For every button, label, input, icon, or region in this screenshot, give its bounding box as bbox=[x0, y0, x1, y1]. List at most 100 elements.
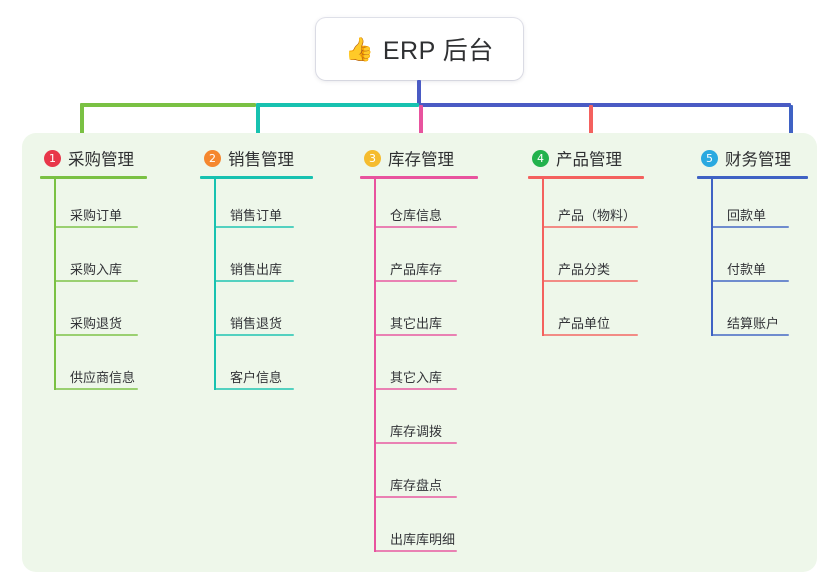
branch-child-rule bbox=[375, 226, 457, 228]
branch-child-item[interactable]: 付款单 bbox=[697, 233, 808, 287]
branch-child-item[interactable]: 产品库存 bbox=[360, 233, 478, 287]
branch-child-item[interactable]: 供应商信息 bbox=[40, 341, 147, 395]
branch-child-rule bbox=[375, 550, 457, 552]
branch-child-label: 产品单位 bbox=[558, 316, 611, 331]
branch-child-item[interactable]: 仓库信息 bbox=[360, 179, 478, 233]
branch-child-rule bbox=[375, 388, 457, 390]
branch-child-rule bbox=[215, 388, 294, 390]
branch-title-rule bbox=[40, 176, 147, 179]
branch-child-rule bbox=[55, 388, 138, 390]
branch-child-item[interactable]: 产品（物料） bbox=[528, 179, 644, 233]
branch-title-rule bbox=[697, 176, 808, 179]
branch-child-label: 供应商信息 bbox=[70, 370, 136, 385]
branch-child-rule bbox=[375, 442, 457, 444]
branch-child-item[interactable]: 采购入库 bbox=[40, 233, 147, 287]
branch-children: 仓库信息产品库存其它出库其它入库库存调拨库存盘点出库库明细 bbox=[360, 179, 478, 557]
branch-stem bbox=[54, 179, 56, 390]
connector-drop-3 bbox=[419, 105, 423, 145]
branch-child-item[interactable]: 库存调拨 bbox=[360, 395, 478, 449]
branch-child-item[interactable]: 其它入库 bbox=[360, 341, 478, 395]
branch-child-rule bbox=[375, 334, 457, 336]
branch-column-5: 5 财务管理回款单付款单结算账户 bbox=[697, 145, 808, 341]
branch-child-label: 其它出库 bbox=[390, 316, 443, 331]
branch-title: 销售管理 bbox=[228, 151, 294, 169]
branch-number-badge: 5 bbox=[701, 149, 718, 167]
branch-number-badge: 1 bbox=[44, 149, 61, 167]
branch-children: 采购订单采购入库采购退货供应商信息 bbox=[40, 179, 147, 395]
branch-child-item[interactable]: 客户信息 bbox=[200, 341, 313, 395]
branch-child-item[interactable]: 采购退货 bbox=[40, 287, 147, 341]
branch-child-rule bbox=[375, 280, 457, 282]
branch-children: 回款单付款单结算账户 bbox=[697, 179, 808, 341]
branch-child-rule bbox=[55, 280, 138, 282]
branch-stem bbox=[374, 179, 376, 552]
branch-child-rule bbox=[215, 226, 294, 228]
branch-child-item[interactable]: 销售订单 bbox=[200, 179, 313, 233]
branch-child-label: 采购退货 bbox=[70, 316, 123, 331]
branch-child-label: 回款单 bbox=[727, 208, 767, 223]
branch-child-item[interactable]: 其它出库 bbox=[360, 287, 478, 341]
branch-header-5[interactable]: 5 财务管理 bbox=[697, 145, 808, 171]
root-node-content: 👍 ERP 后台 bbox=[345, 31, 494, 67]
branch-child-rule bbox=[375, 496, 457, 498]
branch-child-label: 库存调拨 bbox=[390, 424, 443, 439]
connector-drop-5 bbox=[789, 105, 793, 145]
branch-child-rule bbox=[712, 226, 789, 228]
branch-child-label: 销售出库 bbox=[230, 262, 283, 277]
branch-child-item[interactable]: 产品单位 bbox=[528, 287, 644, 341]
branch-child-item[interactable]: 库存盘点 bbox=[360, 449, 478, 503]
branch-child-label: 产品分类 bbox=[558, 262, 611, 277]
branch-child-label: 客户信息 bbox=[230, 370, 283, 385]
branch-title: 财务管理 bbox=[725, 151, 791, 169]
branch-child-label: 结算账户 bbox=[727, 316, 780, 331]
branch-child-item[interactable]: 出库库明细 bbox=[360, 503, 478, 557]
branch-child-rule bbox=[543, 226, 638, 228]
branch-child-rule bbox=[543, 334, 638, 336]
branch-title: 库存管理 bbox=[388, 151, 454, 169]
branch-child-label: 产品（物料） bbox=[558, 208, 637, 223]
branch-child-item[interactable]: 采购订单 bbox=[40, 179, 147, 233]
branch-child-rule bbox=[712, 334, 789, 336]
root-connector-vertical bbox=[417, 80, 421, 105]
thumbs-up-icon: 👍 bbox=[345, 35, 374, 62]
branch-child-item[interactable]: 产品分类 bbox=[528, 233, 644, 287]
branch-child-label: 产品库存 bbox=[390, 262, 443, 277]
branch-header-3[interactable]: 3 库存管理 bbox=[360, 145, 478, 171]
branch-child-rule bbox=[712, 280, 789, 282]
branch-child-label: 销售订单 bbox=[230, 208, 283, 223]
branch-stem bbox=[214, 179, 216, 390]
branch-child-rule bbox=[55, 226, 138, 228]
branch-child-label: 出库库明细 bbox=[390, 532, 456, 547]
branches-panel bbox=[22, 133, 817, 572]
branch-children: 产品（物料） 产品分类产品单位 bbox=[528, 179, 644, 341]
branch-child-item[interactable]: 结算账户 bbox=[697, 287, 808, 341]
branch-child-item[interactable]: 销售退货 bbox=[200, 287, 313, 341]
connector-drop-4 bbox=[589, 105, 593, 145]
branch-child-label: 仓库信息 bbox=[390, 208, 443, 223]
root-node[interactable]: 👍 ERP 后台 bbox=[316, 18, 523, 80]
connector-drop-2 bbox=[256, 105, 260, 145]
connector-drop-1 bbox=[80, 105, 84, 145]
branch-child-rule bbox=[543, 280, 638, 282]
branch-title-rule bbox=[200, 176, 313, 179]
branch-child-label: 采购入库 bbox=[70, 262, 123, 277]
branch-number-badge: 3 bbox=[364, 149, 381, 167]
branch-column-3: 3 库存管理仓库信息产品库存其它出库其它入库库存调拨库存盘点出库库明细 bbox=[360, 145, 478, 557]
branch-child-label: 其它入库 bbox=[390, 370, 443, 385]
branch-title: 产品管理 bbox=[556, 151, 622, 169]
branch-child-rule bbox=[215, 280, 294, 282]
connector-horizontal-1 bbox=[80, 103, 256, 107]
branch-stem bbox=[711, 179, 713, 336]
branch-children: 销售订单销售出库销售退货客户信息 bbox=[200, 179, 313, 395]
branch-child-item[interactable]: 回款单 bbox=[697, 179, 808, 233]
connector-horizontal-2 bbox=[256, 103, 419, 107]
branch-child-label: 销售退货 bbox=[230, 316, 283, 331]
branch-child-label: 采购订单 bbox=[70, 208, 123, 223]
branch-child-item[interactable]: 销售出库 bbox=[200, 233, 313, 287]
